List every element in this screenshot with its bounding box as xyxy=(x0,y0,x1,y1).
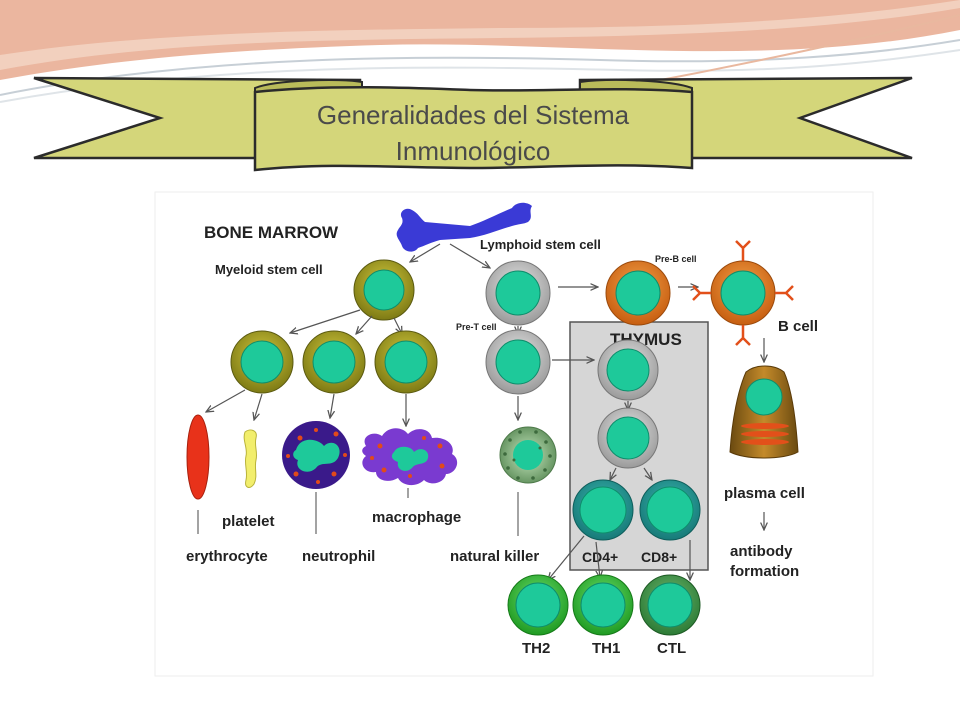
macrophage-icon xyxy=(362,428,458,486)
plasma-cell-label: plasma cell xyxy=(724,485,805,502)
erythrocyte-icon xyxy=(186,414,210,500)
cd4-label: CD4+ xyxy=(582,549,618,565)
natural-killer-label: natural killer xyxy=(450,548,539,565)
bone-icon xyxy=(396,202,532,252)
plasma-cell-icon xyxy=(729,365,799,459)
pre-b-cell-label: Pre-B cell xyxy=(655,254,697,264)
myeloid-stem-cell-label: Myeloid stem cell xyxy=(215,262,323,277)
th1-cell xyxy=(572,574,634,636)
pre-t-cell-label: Pre-T cell xyxy=(456,322,497,332)
arrow-to-cd4 xyxy=(610,467,616,480)
myeloid-progenitor-3 xyxy=(374,330,438,394)
th2-cell xyxy=(507,574,569,636)
arrow-to-myeloid xyxy=(410,243,441,262)
slide-title-line2: Inmunológico xyxy=(396,136,551,166)
banner-front xyxy=(253,85,694,172)
arrow-myeloid-2 xyxy=(356,315,373,334)
platelet-icon xyxy=(243,429,258,488)
th1-label: TH1 xyxy=(592,640,620,657)
arrow-to-erythrocyte xyxy=(206,389,246,412)
neutrophil-icon xyxy=(282,421,350,489)
b-cell xyxy=(692,240,794,346)
lymphoid-stem-cell-label: Lymphoid stem cell xyxy=(480,237,601,252)
arrow-cd4-to-th2 xyxy=(548,535,585,580)
myeloid-progenitor-1 xyxy=(230,330,294,394)
bone-marrow-label: BONE MARROW xyxy=(204,223,339,242)
arrow-to-cd8 xyxy=(643,467,652,480)
cd4-t-cell xyxy=(572,479,634,541)
slide-title-line1: Generalidades del Sistema xyxy=(317,100,630,130)
antibody-label-line2: formation xyxy=(730,563,799,580)
arrow-to-lymphoid xyxy=(449,243,490,268)
cd8-label: CD8+ xyxy=(641,549,677,565)
title-banner: Generalidades del Sistema Inmunológico xyxy=(33,76,913,172)
platelet-label: platelet xyxy=(222,513,275,530)
pre-b-cell xyxy=(605,260,671,326)
myeloid-progenitor-2 xyxy=(302,330,366,394)
natural-killer-icon xyxy=(499,426,557,484)
arrow-cd4-to-th1 xyxy=(596,541,600,578)
cd8-t-cell xyxy=(639,479,701,541)
thymocyte-2 xyxy=(597,407,659,469)
antibody-label-line1: antibody xyxy=(730,543,793,560)
ctl-cell xyxy=(639,574,701,636)
neutrophil-label: neutrophil xyxy=(302,548,375,565)
erythrocyte-label: erythrocyte xyxy=(186,548,268,565)
macrophage-label: macrophage xyxy=(372,509,461,526)
myeloid-stem-cell xyxy=(353,259,415,321)
arrow-to-neutrophil xyxy=(330,393,334,418)
ctl-label: CTL xyxy=(657,640,686,657)
th2-label: TH2 xyxy=(522,640,550,657)
lymphoid-stem-cell xyxy=(485,260,551,326)
pre-t-cell xyxy=(485,329,551,395)
b-cell-label: B cell xyxy=(778,318,818,335)
arrow-to-platelet xyxy=(254,393,263,420)
hematopoiesis-diagram: THYMUS BONE MARROW Lymphoid stem cell My… xyxy=(154,191,874,677)
thymocyte-1 xyxy=(597,339,659,401)
arrow-myeloid-1 xyxy=(290,309,361,333)
